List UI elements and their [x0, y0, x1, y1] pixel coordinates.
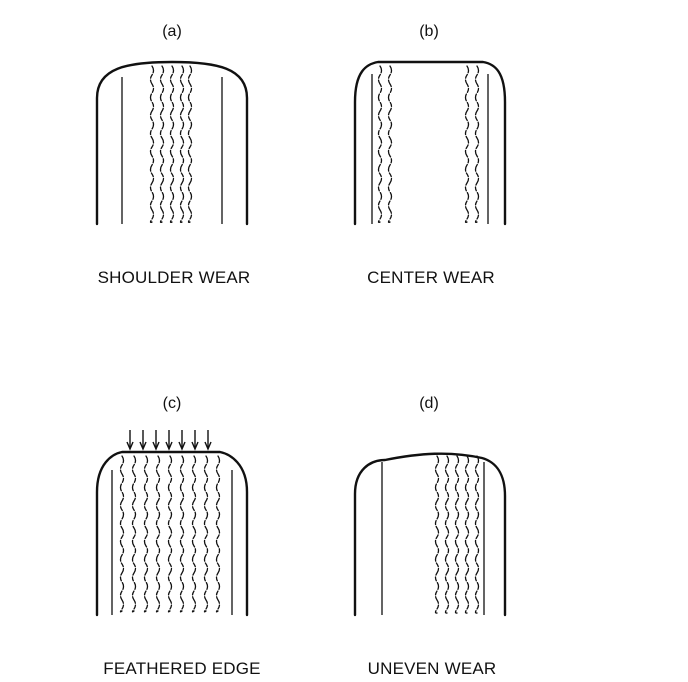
tire-c-groove-5 [167, 455, 173, 613]
panel-b-caption: CENTER WEAR [367, 268, 495, 287]
feather-arrow-5-head [178, 441, 186, 451]
tire-b-groove-3 [464, 65, 470, 224]
feather-arrow-3-head [152, 441, 160, 451]
feather-arrow-1-head [126, 441, 134, 451]
panel-d-caption: UNEVEN WEAR [367, 659, 497, 678]
tire-d-outline [353, 452, 507, 617]
feather-arrow-4-head [165, 441, 173, 451]
tire-a-groove-2 [159, 65, 165, 224]
panel-a-letter: (a) [162, 23, 182, 40]
tire-c-outline [95, 450, 249, 617]
tire-d-groove-5 [474, 455, 480, 614]
tire-c-groove-4 [155, 455, 161, 613]
feather-arrow-6-head [191, 441, 199, 451]
tire-c-groove-8 [203, 455, 209, 613]
panel-c-caption: FEATHERED EDGE [103, 659, 261, 678]
tire-d-groove-2 [444, 455, 450, 614]
tire-c-groove-2 [131, 455, 137, 613]
tire-c-groove-7 [191, 455, 197, 613]
panel-b-letter: (b) [419, 23, 439, 40]
panel-d-letter: (d) [419, 395, 439, 412]
tire-a-groove-1 [149, 65, 155, 224]
tire-c-groove-9 [215, 455, 221, 613]
tire-a-groove-4 [179, 65, 185, 224]
tire-c-groove-3 [143, 455, 149, 613]
feather-arrow-7-head [204, 441, 212, 451]
tire-d-groove-1 [434, 455, 440, 614]
tire-d-groove-4 [464, 455, 470, 614]
tire-b-groove-1 [377, 65, 383, 224]
tire-b-groove-4 [474, 65, 480, 224]
tire-a-outline [95, 60, 249, 226]
tire-a-groove-5 [187, 65, 193, 224]
tire-b-groove-2 [387, 65, 393, 224]
tire-c-groove-6 [179, 455, 185, 613]
tire-c-groove-1 [119, 455, 125, 613]
panel-c-letter: (c) [162, 395, 182, 412]
feather-arrow-2-head [139, 441, 147, 451]
tire-a-groove-3 [169, 65, 175, 224]
panel-a-caption: SHOULDER WEAR [97, 268, 251, 287]
tire-d-groove-3 [454, 455, 460, 614]
tire-b-outline [353, 60, 507, 226]
